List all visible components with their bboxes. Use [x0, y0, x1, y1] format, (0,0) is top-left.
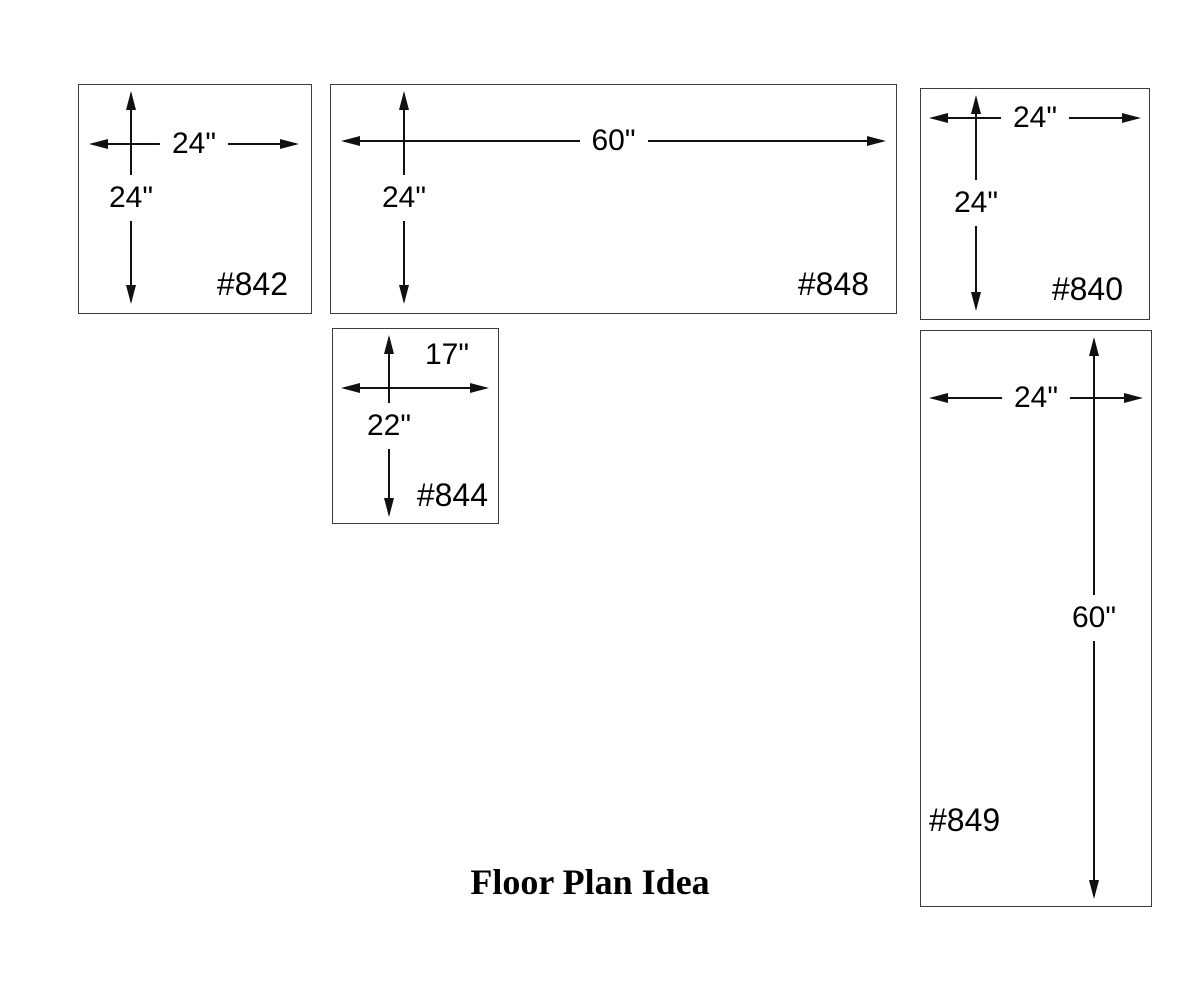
height-dim-label-842: 24" [103, 174, 159, 221]
height-dim-label-849: 60" [1066, 595, 1122, 641]
width-dim-label-844: 17" [418, 338, 476, 372]
diagram-title: Floor Plan Idea [470, 862, 710, 902]
arrow-right-icon [470, 382, 489, 393]
cabinet-box-848: 60" 24" #848 [330, 84, 897, 314]
part-number-840: #840 [1051, 271, 1123, 307]
width-dim-label-848: 60" [579, 122, 648, 160]
part-number-849: #849 [929, 802, 1001, 838]
arrow-right-icon [1124, 392, 1143, 403]
arrow-down-icon [398, 285, 409, 304]
arrow-down-icon [383, 498, 394, 517]
part-number-844: #844 [416, 477, 488, 513]
cabinet-box-842: 24" 24" #842 [78, 84, 312, 314]
arrow-right-icon [280, 138, 299, 149]
height-dim-label-840: 24" [948, 180, 1004, 226]
part-number-842: #842 [216, 266, 288, 302]
width-dim-label-840: 24" [1000, 99, 1070, 137]
arrow-right-icon [867, 135, 886, 146]
arrow-down-icon [970, 292, 981, 311]
cabinet-box-840: 24" 24" #840 [920, 88, 1150, 320]
dimension-line [344, 386, 486, 390]
width-dim-label-842: 24" [159, 125, 229, 163]
arrow-down-icon [1088, 880, 1099, 899]
cabinet-box-849: 24" 60" #849 [920, 330, 1152, 907]
part-number-848: #848 [797, 266, 869, 302]
height-dim-label-848: 24" [376, 174, 432, 221]
height-dim-label-844: 22" [361, 403, 417, 449]
arrow-down-icon [125, 285, 136, 304]
cabinet-box-844: 17" 22" #844 [332, 328, 499, 524]
arrow-right-icon [1122, 112, 1141, 123]
width-dim-label-849: 24" [1001, 379, 1071, 417]
